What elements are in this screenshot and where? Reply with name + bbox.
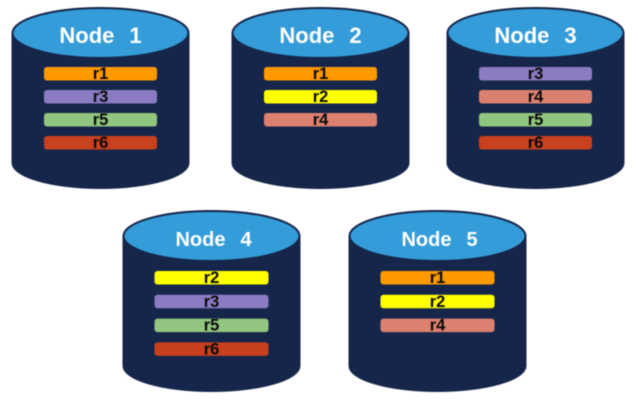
svg-text:r1: r1 xyxy=(93,65,109,83)
svg-text:r5: r5 xyxy=(204,317,220,335)
svg-text:r2: r2 xyxy=(313,88,329,106)
svg-text:r3: r3 xyxy=(204,293,220,311)
svg-text:r3: r3 xyxy=(528,65,544,83)
svg-text:r4: r4 xyxy=(430,317,446,335)
svg-text:r6: r6 xyxy=(93,134,109,152)
svg-text:r1: r1 xyxy=(430,269,446,287)
svg-text:r2: r2 xyxy=(204,269,220,287)
svg-text:r6: r6 xyxy=(204,341,220,359)
svg-text:r5: r5 xyxy=(93,111,109,129)
svg-text:r2: r2 xyxy=(430,293,446,311)
svg-text:r4: r4 xyxy=(313,111,329,129)
svg-text:r6: r6 xyxy=(528,134,544,152)
svg-text:r5: r5 xyxy=(528,111,544,129)
svg-text:r1: r1 xyxy=(313,65,329,83)
svg-text:r3: r3 xyxy=(93,88,109,106)
svg-text:r4: r4 xyxy=(528,88,544,106)
